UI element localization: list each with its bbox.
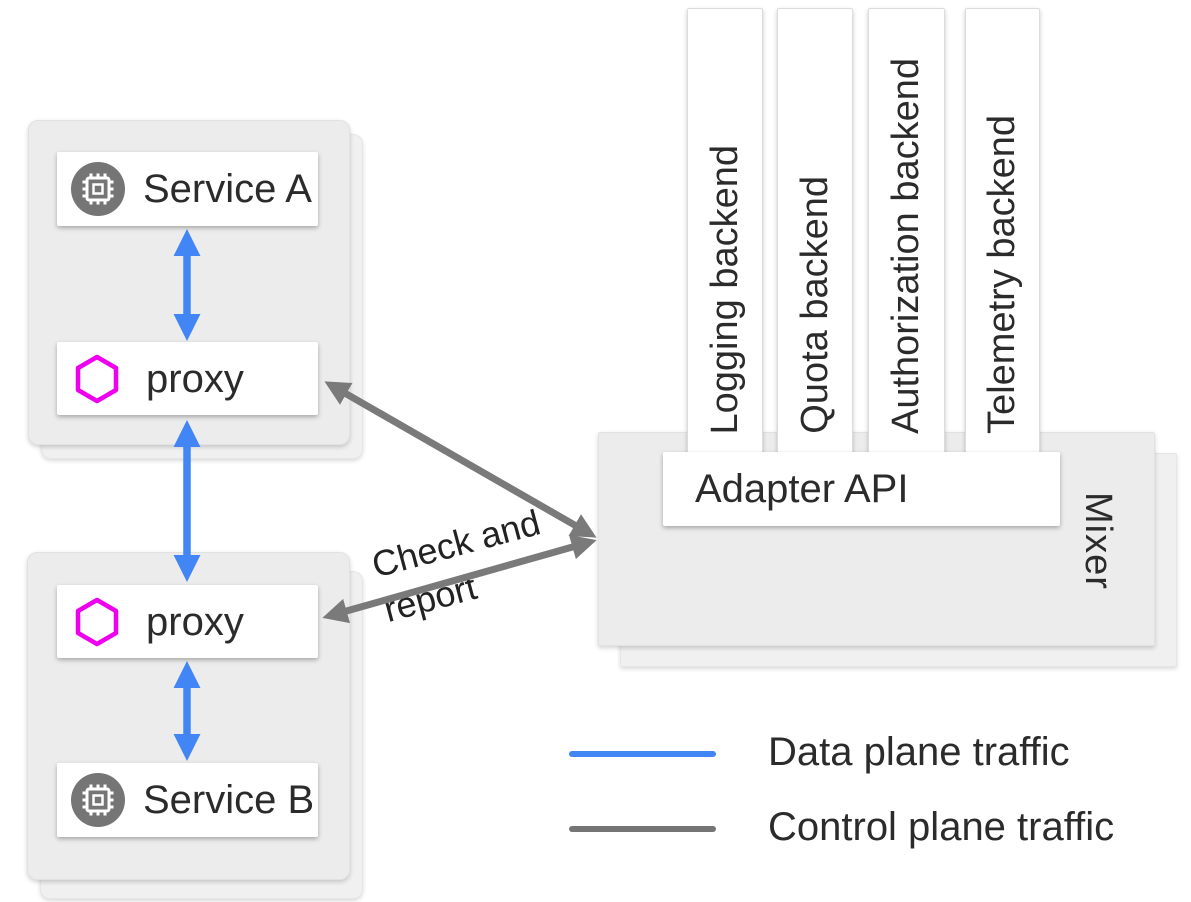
- proxy-bottom-node: proxy: [57, 585, 318, 658]
- service-b-node: Service B: [57, 763, 318, 837]
- backend-bar-logging: Logging backend: [687, 8, 763, 455]
- legend-control-plane-line: [569, 826, 716, 832]
- backend-bar-authorization: Authorization backend: [868, 8, 945, 455]
- legend-data-plane-line: [569, 751, 716, 757]
- backend-bar-telemetry: Telemetry backend: [965, 8, 1040, 455]
- adapter-api-label: Adapter API: [695, 466, 909, 511]
- control-plane-arrow-proxytop-mixer: [324, 381, 597, 538]
- proxy-top-node: proxy: [57, 342, 318, 415]
- quota-backend-label: Quota backend: [793, 176, 836, 434]
- backend-bar-quota: Quota backend: [777, 8, 853, 455]
- telemetry-backend-label: Telemetry backend: [981, 115, 1023, 434]
- mixer-label: Mixer: [1077, 492, 1119, 590]
- legend-control-plane-label: Control plane traffic: [768, 805, 1115, 849]
- chip-icon: [70, 772, 126, 828]
- hexagon-icon: [75, 354, 119, 404]
- logging-backend-label: Logging backend: [703, 144, 746, 434]
- authorization-backend-label: Authorization backend: [885, 57, 927, 434]
- service-a-node: Service A: [57, 152, 318, 226]
- proxy-bottom-label: proxy: [146, 599, 244, 644]
- proxy-top-label: proxy: [146, 356, 244, 401]
- check-and-report-annotation: Check and report: [367, 499, 557, 632]
- adapter-api-node: Adapter API: [663, 452, 1060, 526]
- chip-icon: [70, 161, 126, 217]
- legend-data-plane-label: Data plane traffic: [768, 730, 1070, 774]
- service-a-label: Service A: [143, 167, 312, 211]
- service-b-label: Service B: [143, 778, 315, 822]
- hexagon-icon: [75, 597, 119, 647]
